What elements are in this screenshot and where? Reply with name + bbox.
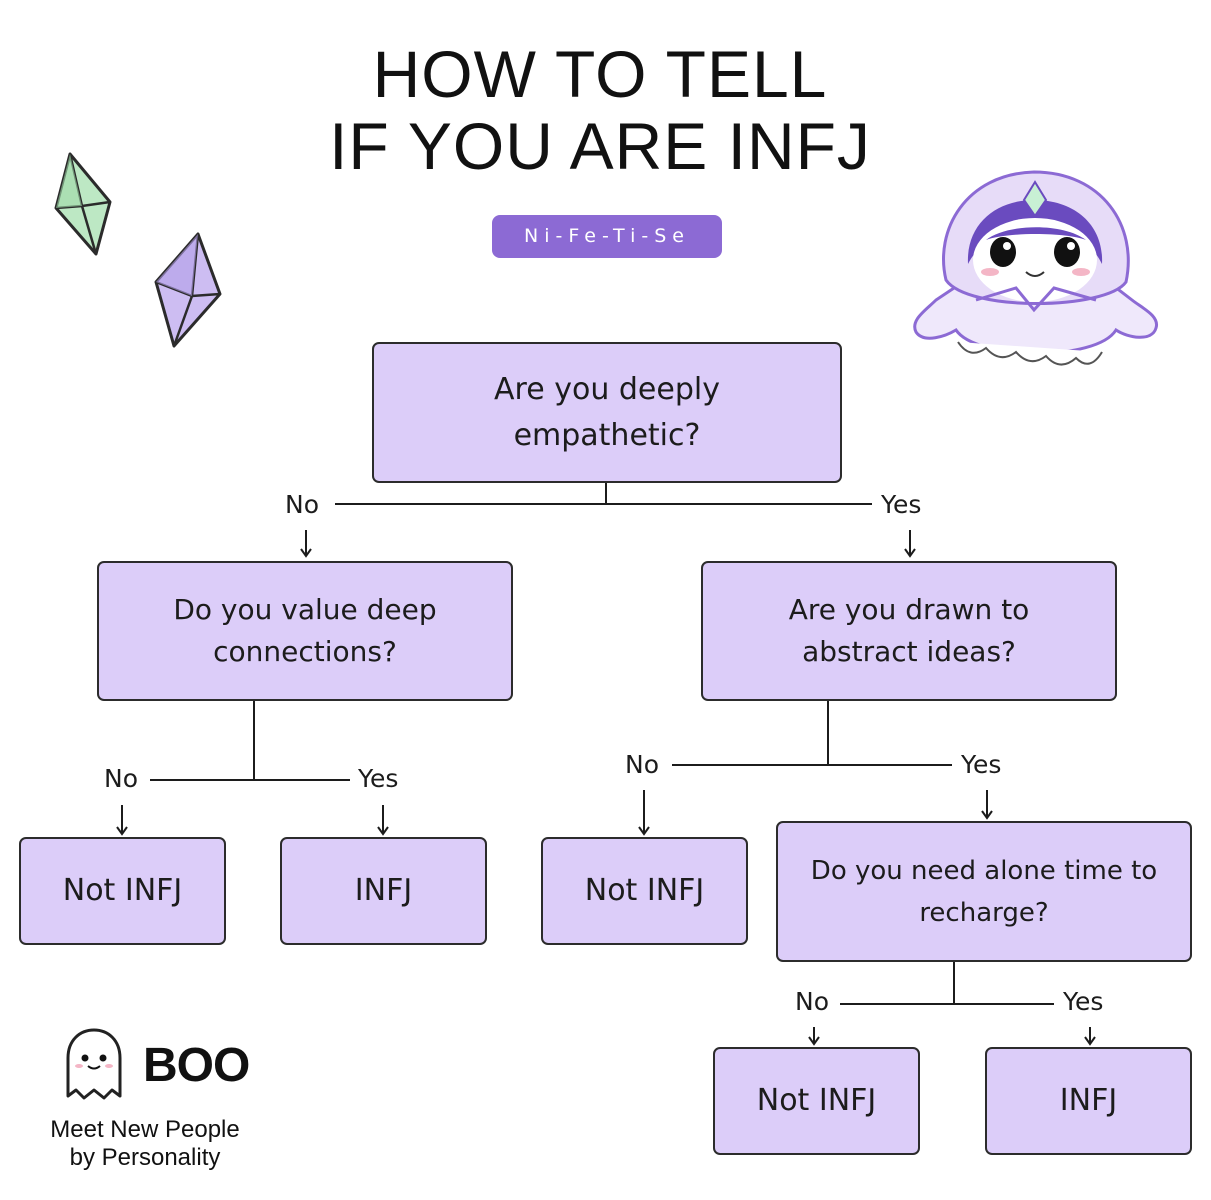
question-connections-line-2: connections? bbox=[213, 635, 397, 668]
title-line-1: HOW TO TELL bbox=[372, 37, 828, 111]
result-not-infj-2: Not INFJ bbox=[541, 837, 748, 945]
brand-tagline: Meet New People by Personality bbox=[30, 1116, 260, 1172]
result-not-infj-3: Not INFJ bbox=[713, 1047, 920, 1155]
question-root-line-1: Are you deeply bbox=[494, 371, 720, 407]
brand-name: BOO bbox=[143, 1039, 250, 1092]
label-yes-abstract: Yes bbox=[961, 750, 1002, 779]
question-abstract-line-1: Are you drawn to bbox=[788, 593, 1030, 626]
label-no-abstract: No bbox=[625, 750, 659, 779]
cognitive-functions-badge: Ni-Fe-Ti-Se bbox=[492, 215, 722, 258]
hooded-ghost-mascot-icon bbox=[913, 170, 1159, 366]
title-line-2: IF YOU ARE INFJ bbox=[329, 109, 871, 183]
label-yes-connections: Yes bbox=[358, 764, 399, 793]
boo-ghost-logo-icon bbox=[66, 1028, 122, 1100]
tagline-line-2: by Personality bbox=[69, 1144, 221, 1171]
question-root-line-2: empathetic? bbox=[513, 417, 701, 453]
crystal-green-icon bbox=[54, 152, 112, 256]
result-infj-1: INFJ bbox=[280, 837, 487, 945]
question-alone-line-2: recharge? bbox=[919, 897, 1049, 928]
result-infj-2: INFJ bbox=[985, 1047, 1192, 1155]
crystal-purple-icon bbox=[154, 232, 222, 348]
label-yes-root: Yes bbox=[881, 490, 922, 519]
tagline-line-1: Meet New People bbox=[50, 1116, 240, 1143]
question-abstract-line-2: abstract ideas? bbox=[802, 635, 1016, 668]
label-no-root: No bbox=[285, 490, 319, 519]
label-no-alone: No bbox=[795, 987, 829, 1016]
question-connections-line-1: Do you value deep bbox=[173, 593, 437, 626]
label-no-connections: No bbox=[104, 764, 138, 793]
question-abstract-ideas: Are you drawn to abstract ideas? bbox=[701, 561, 1117, 701]
result-not-infj-1: Not INFJ bbox=[19, 837, 226, 945]
label-yes-alone: Yes bbox=[1063, 987, 1104, 1016]
question-deep-connections: Do you value deep connections? bbox=[97, 561, 513, 701]
question-alone-line-1: Do you need alone time to bbox=[810, 855, 1158, 886]
question-deeply-empathetic: Are you deeply empathetic? bbox=[372, 342, 842, 483]
page-title: HOW TO TELL IF YOU ARE INFJ bbox=[230, 38, 970, 182]
question-alone-time: Do you need alone time to recharge? bbox=[776, 821, 1192, 962]
